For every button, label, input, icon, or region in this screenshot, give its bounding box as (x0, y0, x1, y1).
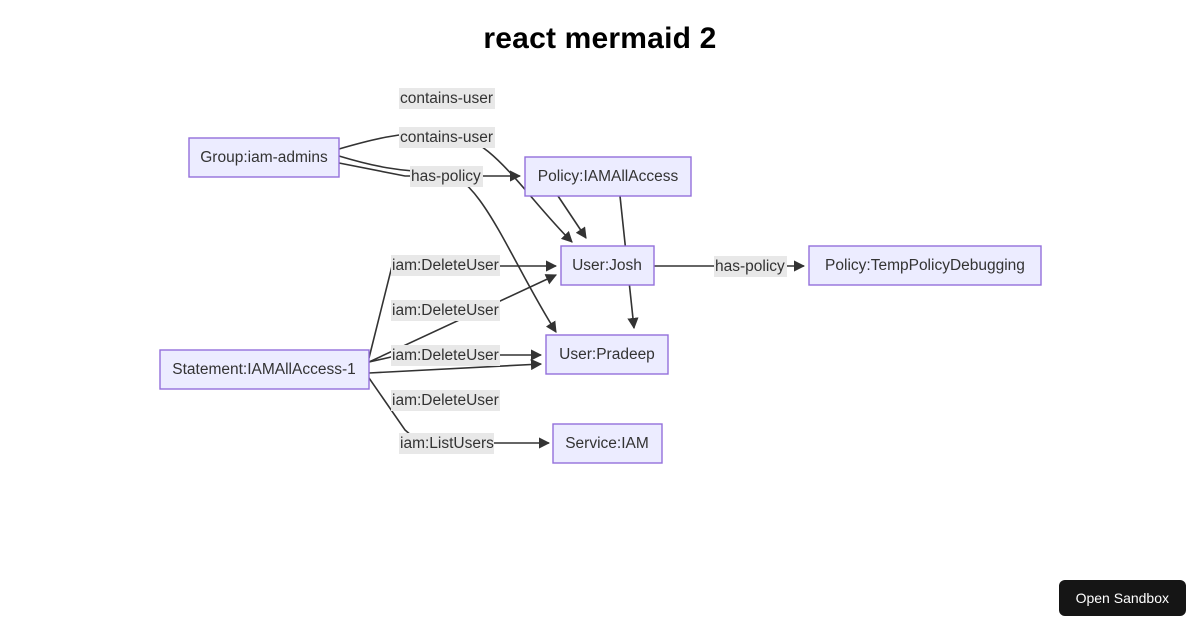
node-label: Policy:IAMAllAccess (538, 168, 679, 185)
edge-label-group-pradeep: contains-user (399, 127, 495, 148)
edge-label-text: has-policy (411, 168, 481, 185)
edge-label-statement-service: iam:ListUsers (399, 433, 494, 454)
edge-label-text: iam:DeleteUser (392, 257, 499, 274)
edge-label-josh-temppolicy: has-policy (714, 256, 787, 277)
node-label: User:Josh (572, 257, 642, 274)
node-policy-temppolicydebugging[interactable]: Policy:TempPolicyDebugging (808, 245, 1042, 286)
edge-label-group-josh: contains-user (399, 88, 495, 109)
edge-statement-pradeep-2 (368, 358, 543, 374)
edge-label-text: iam:DeleteUser (392, 302, 499, 319)
node-policy-iamallaccess[interactable]: Policy:IAMAllAccess (524, 156, 692, 197)
flowchart-svg: contains-user contains-user has-policy h… (159, 88, 1042, 464)
node-user-pradeep[interactable]: User:Pradeep (545, 334, 669, 375)
edge-label-statement-josh-2: iam:DeleteUser (391, 300, 500, 321)
edge-label-text: has-policy (715, 258, 785, 275)
edge-label-text: iam:DeleteUser (392, 392, 499, 409)
open-sandbox-button[interactable]: Open Sandbox (1058, 580, 1186, 616)
edge-label-group-policy: has-policy (410, 166, 483, 187)
node-label: Policy:TempPolicyDebugging (825, 257, 1025, 274)
edge-label-text: contains-user (400, 90, 493, 107)
edge-label-text: iam:ListUsers (400, 435, 494, 452)
nodes-layer: Group:iam-admins Policy:IAMAllAccess Use… (159, 137, 1042, 464)
mermaid-diagram: contains-user contains-user has-policy h… (0, 70, 1200, 530)
node-user-josh[interactable]: User:Josh (560, 245, 655, 286)
node-label: Group:iam-admins (200, 149, 328, 166)
edge-label-statement-pradeep-2: iam:DeleteUser (391, 390, 500, 411)
edge-labels-layer: contains-user contains-user has-policy h… (391, 88, 787, 454)
node-group-iam-admins[interactable]: Group:iam-admins (188, 137, 340, 178)
node-service-iam[interactable]: Service:IAM (552, 423, 663, 464)
node-label: Statement:IAMAllAccess-1 (172, 361, 355, 378)
node-statement-iamallaccess-1[interactable]: Statement:IAMAllAccess-1 (159, 349, 370, 390)
edge-label-text: contains-user (400, 129, 493, 146)
edge-policy-josh (557, 195, 587, 239)
edge-label-statement-josh-1: iam:DeleteUser (391, 255, 500, 276)
edge-label-text: iam:DeleteUser (392, 347, 499, 364)
node-label: User:Pradeep (559, 346, 655, 363)
node-label: Service:IAM (565, 435, 649, 452)
page-title: react mermaid 2 (483, 22, 717, 55)
edge-label-statement-pradeep-1: iam:DeleteUser (391, 345, 500, 366)
